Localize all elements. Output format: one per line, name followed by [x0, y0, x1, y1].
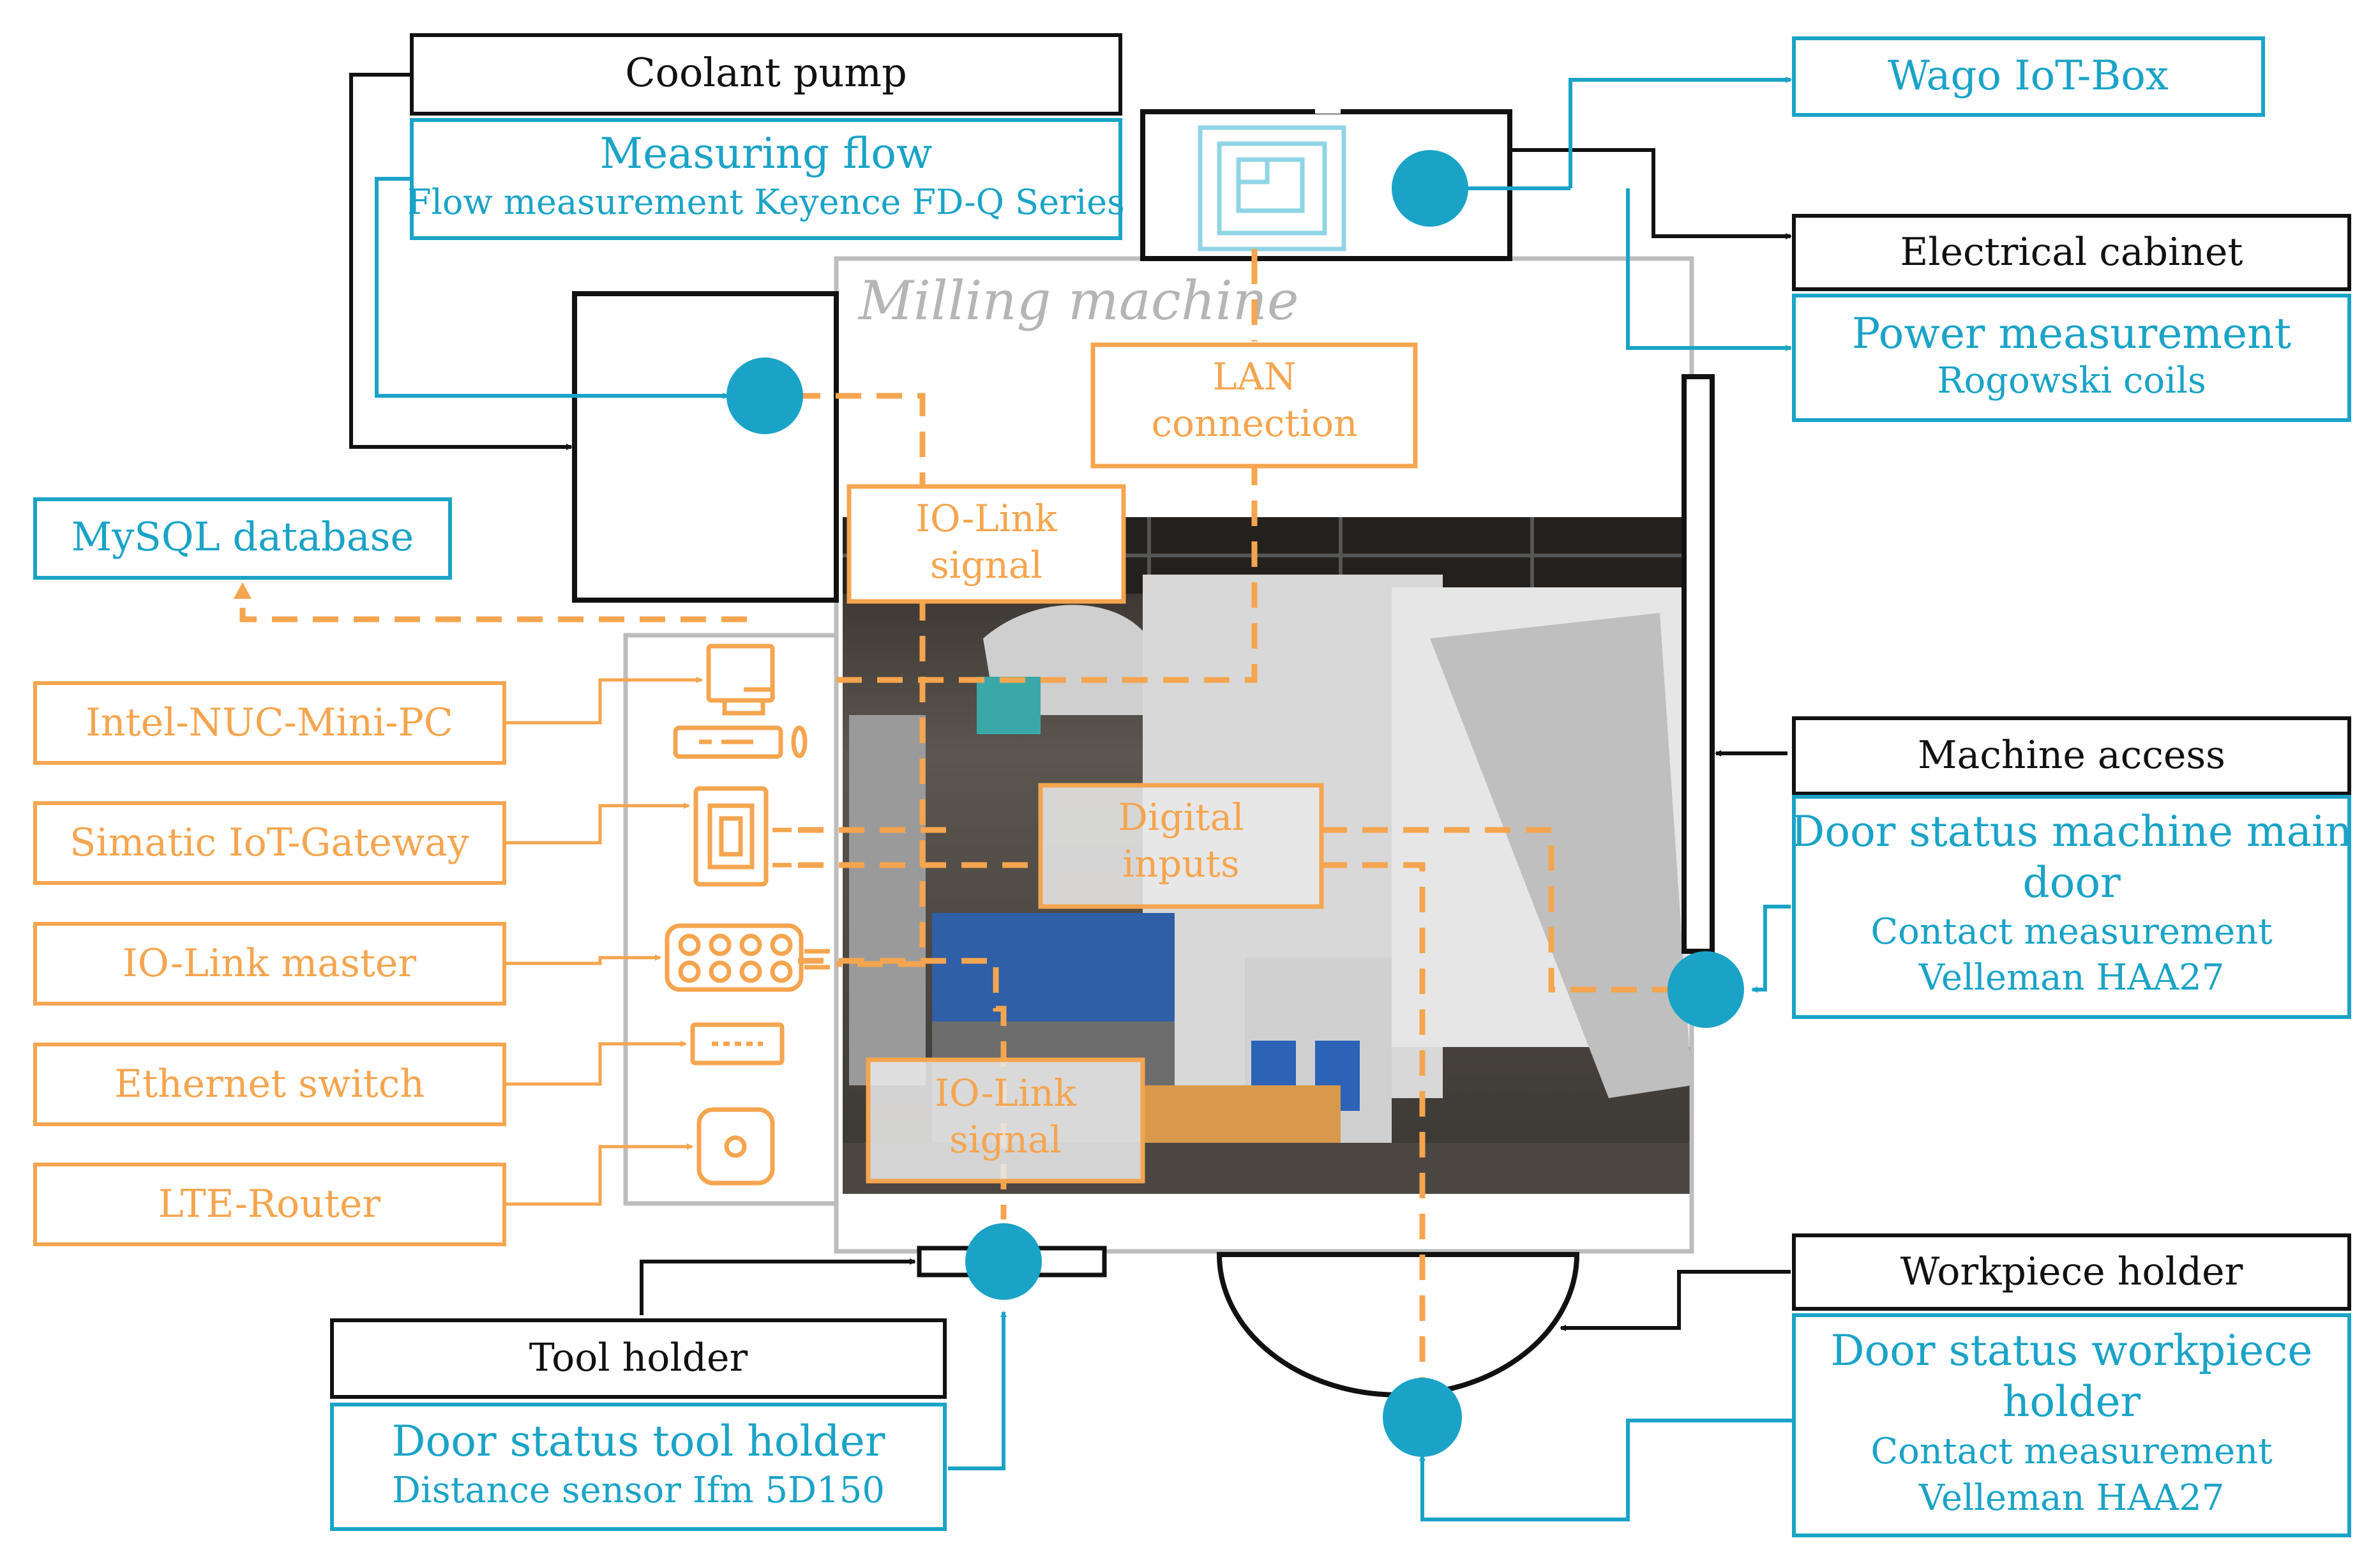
svg-text:MySQL database: MySQL database: [71, 513, 414, 560]
svg-text:Measuring flow: Measuring flow: [599, 129, 932, 178]
lte-router-icon: [696, 1107, 775, 1186]
door-status-main-door-label: Door status machine main door Contact me…: [1791, 795, 2352, 1019]
electrical-cabinet-label: Electrical cabinet: [1792, 214, 2351, 291]
wago-iot-box-label: Wago IoT-Box: [1792, 36, 2265, 117]
svg-text:IO-Link: IO-Link: [915, 497, 1058, 540]
io-link-signal-box-top: IO-Link signal: [847, 484, 1126, 604]
device-label: Ethernet switch: [114, 1062, 425, 1106]
lan-connection-box: LAN connection: [1090, 342, 1418, 469]
machine-access-door-bar: [1682, 374, 1715, 954]
device-item-mini-pc: Intel-NUC-Mini-PC: [33, 677, 703, 765]
gateway-cabinet-frame: [623, 633, 839, 1206]
svg-text:Door status tool holder: Door status tool holder: [392, 1417, 885, 1466]
svg-text:Electrical cabinet: Electrical cabinet: [1900, 230, 2243, 275]
svg-text:signal: signal: [930, 543, 1042, 587]
device-label: IO-Link master: [123, 941, 417, 986]
svg-text:Coolant pump: Coolant pump: [625, 49, 907, 96]
gateway-icon: [693, 786, 792, 887]
flow-measurement-label: Measuring flow Flow measurement Keyence …: [407, 118, 1125, 240]
power-measurement-label: Power measurement Rogowski coils: [1792, 294, 2351, 422]
device-label: Intel-NUC-Mini-PC: [86, 700, 453, 745]
svg-text:Flow measurement Keyence FD-Q: Flow measurement Keyence FD-Q Series: [407, 182, 1125, 222]
flow-sensor-node: [726, 358, 803, 434]
machine-access-label: Machine access: [1792, 716, 2351, 795]
device-connector: [504, 1041, 687, 1086]
door-status-tool-holder-label: Door status tool holder Distance sensor …: [330, 1403, 947, 1531]
tool-holder-sensor-node: [965, 1223, 1042, 1300]
power-meter-icon: [1198, 125, 1346, 262]
svg-text:Velleman HAA27: Velleman HAA27: [1918, 1477, 2225, 1519]
device-item-gateway: Simatic IoT-Gateway: [33, 801, 690, 885]
svg-text:door: door: [2022, 858, 2121, 907]
device-connector: [504, 677, 703, 725]
mysql-database-label: MySQL database: [33, 497, 452, 580]
svg-text:Contact measurement: Contact measurement: [1870, 1431, 2273, 1472]
device-item-io-link-master: IO-Link master: [33, 922, 661, 1006]
io-link-signal-box-bottom: IO-Link signal: [866, 1057, 1145, 1184]
device-connector: [504, 803, 690, 845]
door-main-sensor-node: [1667, 951, 1744, 1028]
milling-machine-title: Milling machine: [857, 269, 1299, 332]
device-connector: [504, 1143, 693, 1206]
svg-text:IO-Link: IO-Link: [935, 1071, 1077, 1115]
workpiece-sensor-node: [1383, 1378, 1462, 1457]
device-list: Intel-NUC-Mini-PC Simatic IoT-GatewayIO-L…: [33, 677, 703, 1246]
svg-text:Distance sensor Ifm 5D150: Distance sensor Ifm 5D150: [392, 1470, 885, 1511]
svg-text:connection: connection: [1151, 402, 1357, 445]
coolant-pump-unit: [572, 291, 839, 603]
svg-text:Contact measurement: Contact measurement: [1870, 911, 2273, 953]
tool-holder-label: Tool holder: [330, 1318, 947, 1399]
coolant-pump-label: Coolant pump: [410, 33, 1122, 116]
device-item-ethernet-switch: Ethernet switch: [33, 1041, 687, 1126]
device-item-lte-router: LTE-Router: [33, 1143, 693, 1246]
svg-text:Door status machine main: Door status machine main: [1791, 807, 2352, 856]
workpiece-holder-label: Workpiece holder: [1792, 1233, 2351, 1311]
mini-pc-icon: [673, 644, 808, 759]
ethernet-switch-icon: [690, 1022, 785, 1066]
device-label: LTE-Router: [158, 1182, 381, 1226]
machine-photo: [843, 517, 1692, 1194]
svg-text:holder: holder: [2003, 1377, 2141, 1426]
svg-text:LAN: LAN: [1212, 355, 1296, 398]
svg-text:Velleman HAA27: Velleman HAA27: [1918, 957, 2225, 999]
svg-text:Machine access: Machine access: [1918, 733, 2225, 778]
power-sensor-node: [1392, 150, 1468, 227]
mysql-arrow-icon: [234, 582, 252, 599]
svg-text:signal: signal: [949, 1118, 1062, 1161]
svg-text:Door status workpiece: Door status workpiece: [1831, 1326, 2313, 1375]
svg-text:Workpiece holder: Workpiece holder: [1900, 1249, 2243, 1294]
svg-text:inputs: inputs: [1122, 842, 1239, 886]
svg-text:Rogowski coils: Rogowski coils: [1937, 360, 2206, 402]
svg-text:Wago IoT-Box: Wago IoT-Box: [1888, 52, 2169, 100]
svg-text:Tool holder: Tool holder: [529, 1336, 748, 1380]
svg-text:Power measurement: Power measurement: [1852, 309, 2291, 358]
io-link-master-icon: [665, 923, 830, 992]
device-label: Simatic IoT-Gateway: [70, 820, 469, 865]
svg-text:Digital: Digital: [1118, 795, 1244, 839]
workpiece-holder-shape: [1216, 1252, 1580, 1398]
device-connector: [504, 954, 661, 965]
door-status-workpiece-label: Door status workpiece holder Contact mea…: [1792, 1313, 2351, 1537]
digital-inputs-box: Digital inputs: [1038, 783, 1324, 909]
